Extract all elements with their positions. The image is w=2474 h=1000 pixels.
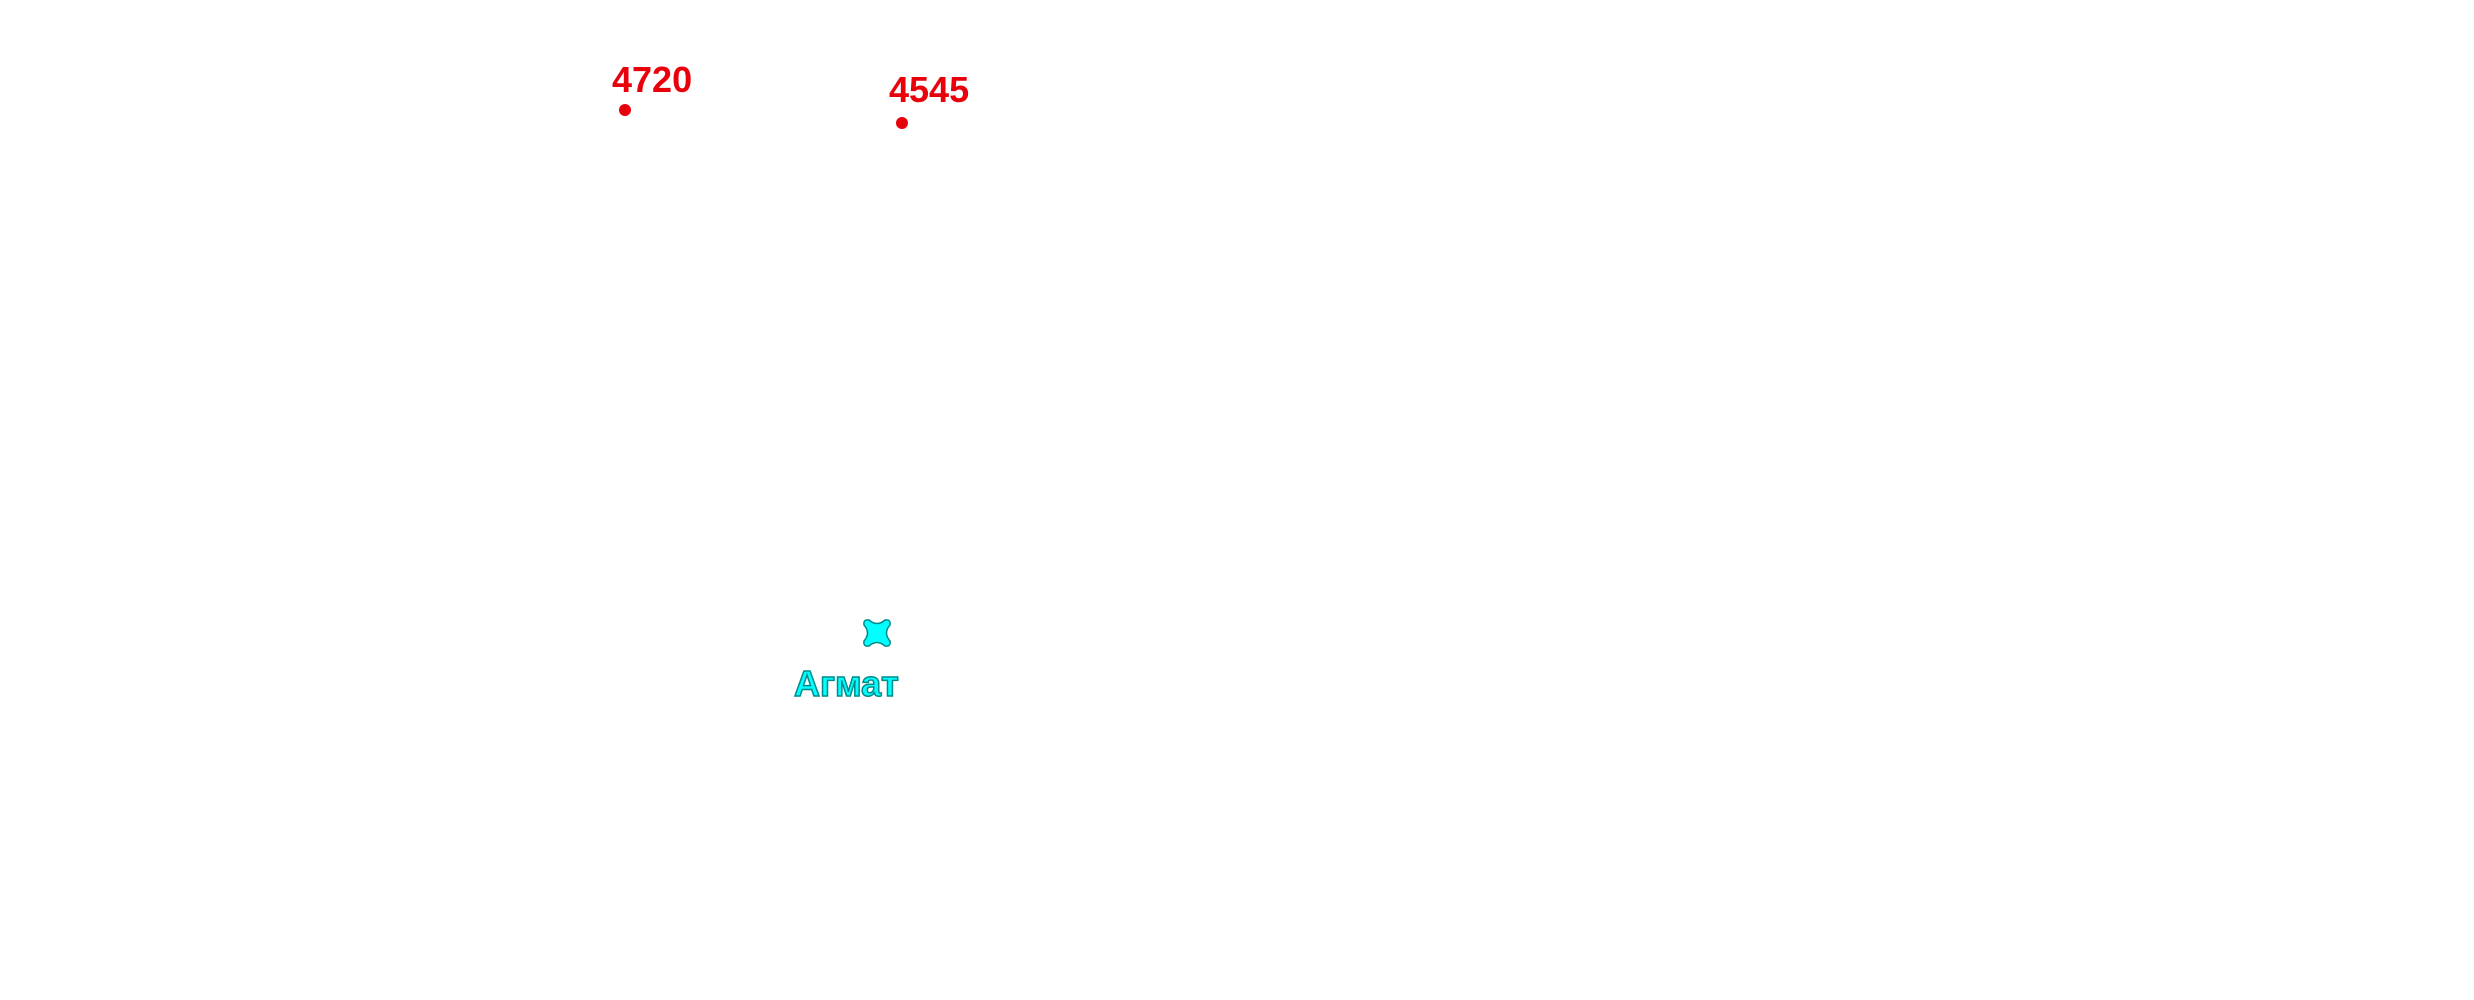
peak-elevation-label: 4720 <box>612 59 693 100</box>
peak-marker[interactable] <box>896 117 908 129</box>
pass-cross-icon[interactable] <box>860 616 894 650</box>
pass-name-label: Агмат <box>793 663 899 704</box>
peak-elevation-label: 4545 <box>889 69 970 110</box>
peak-marker[interactable] <box>619 104 631 116</box>
